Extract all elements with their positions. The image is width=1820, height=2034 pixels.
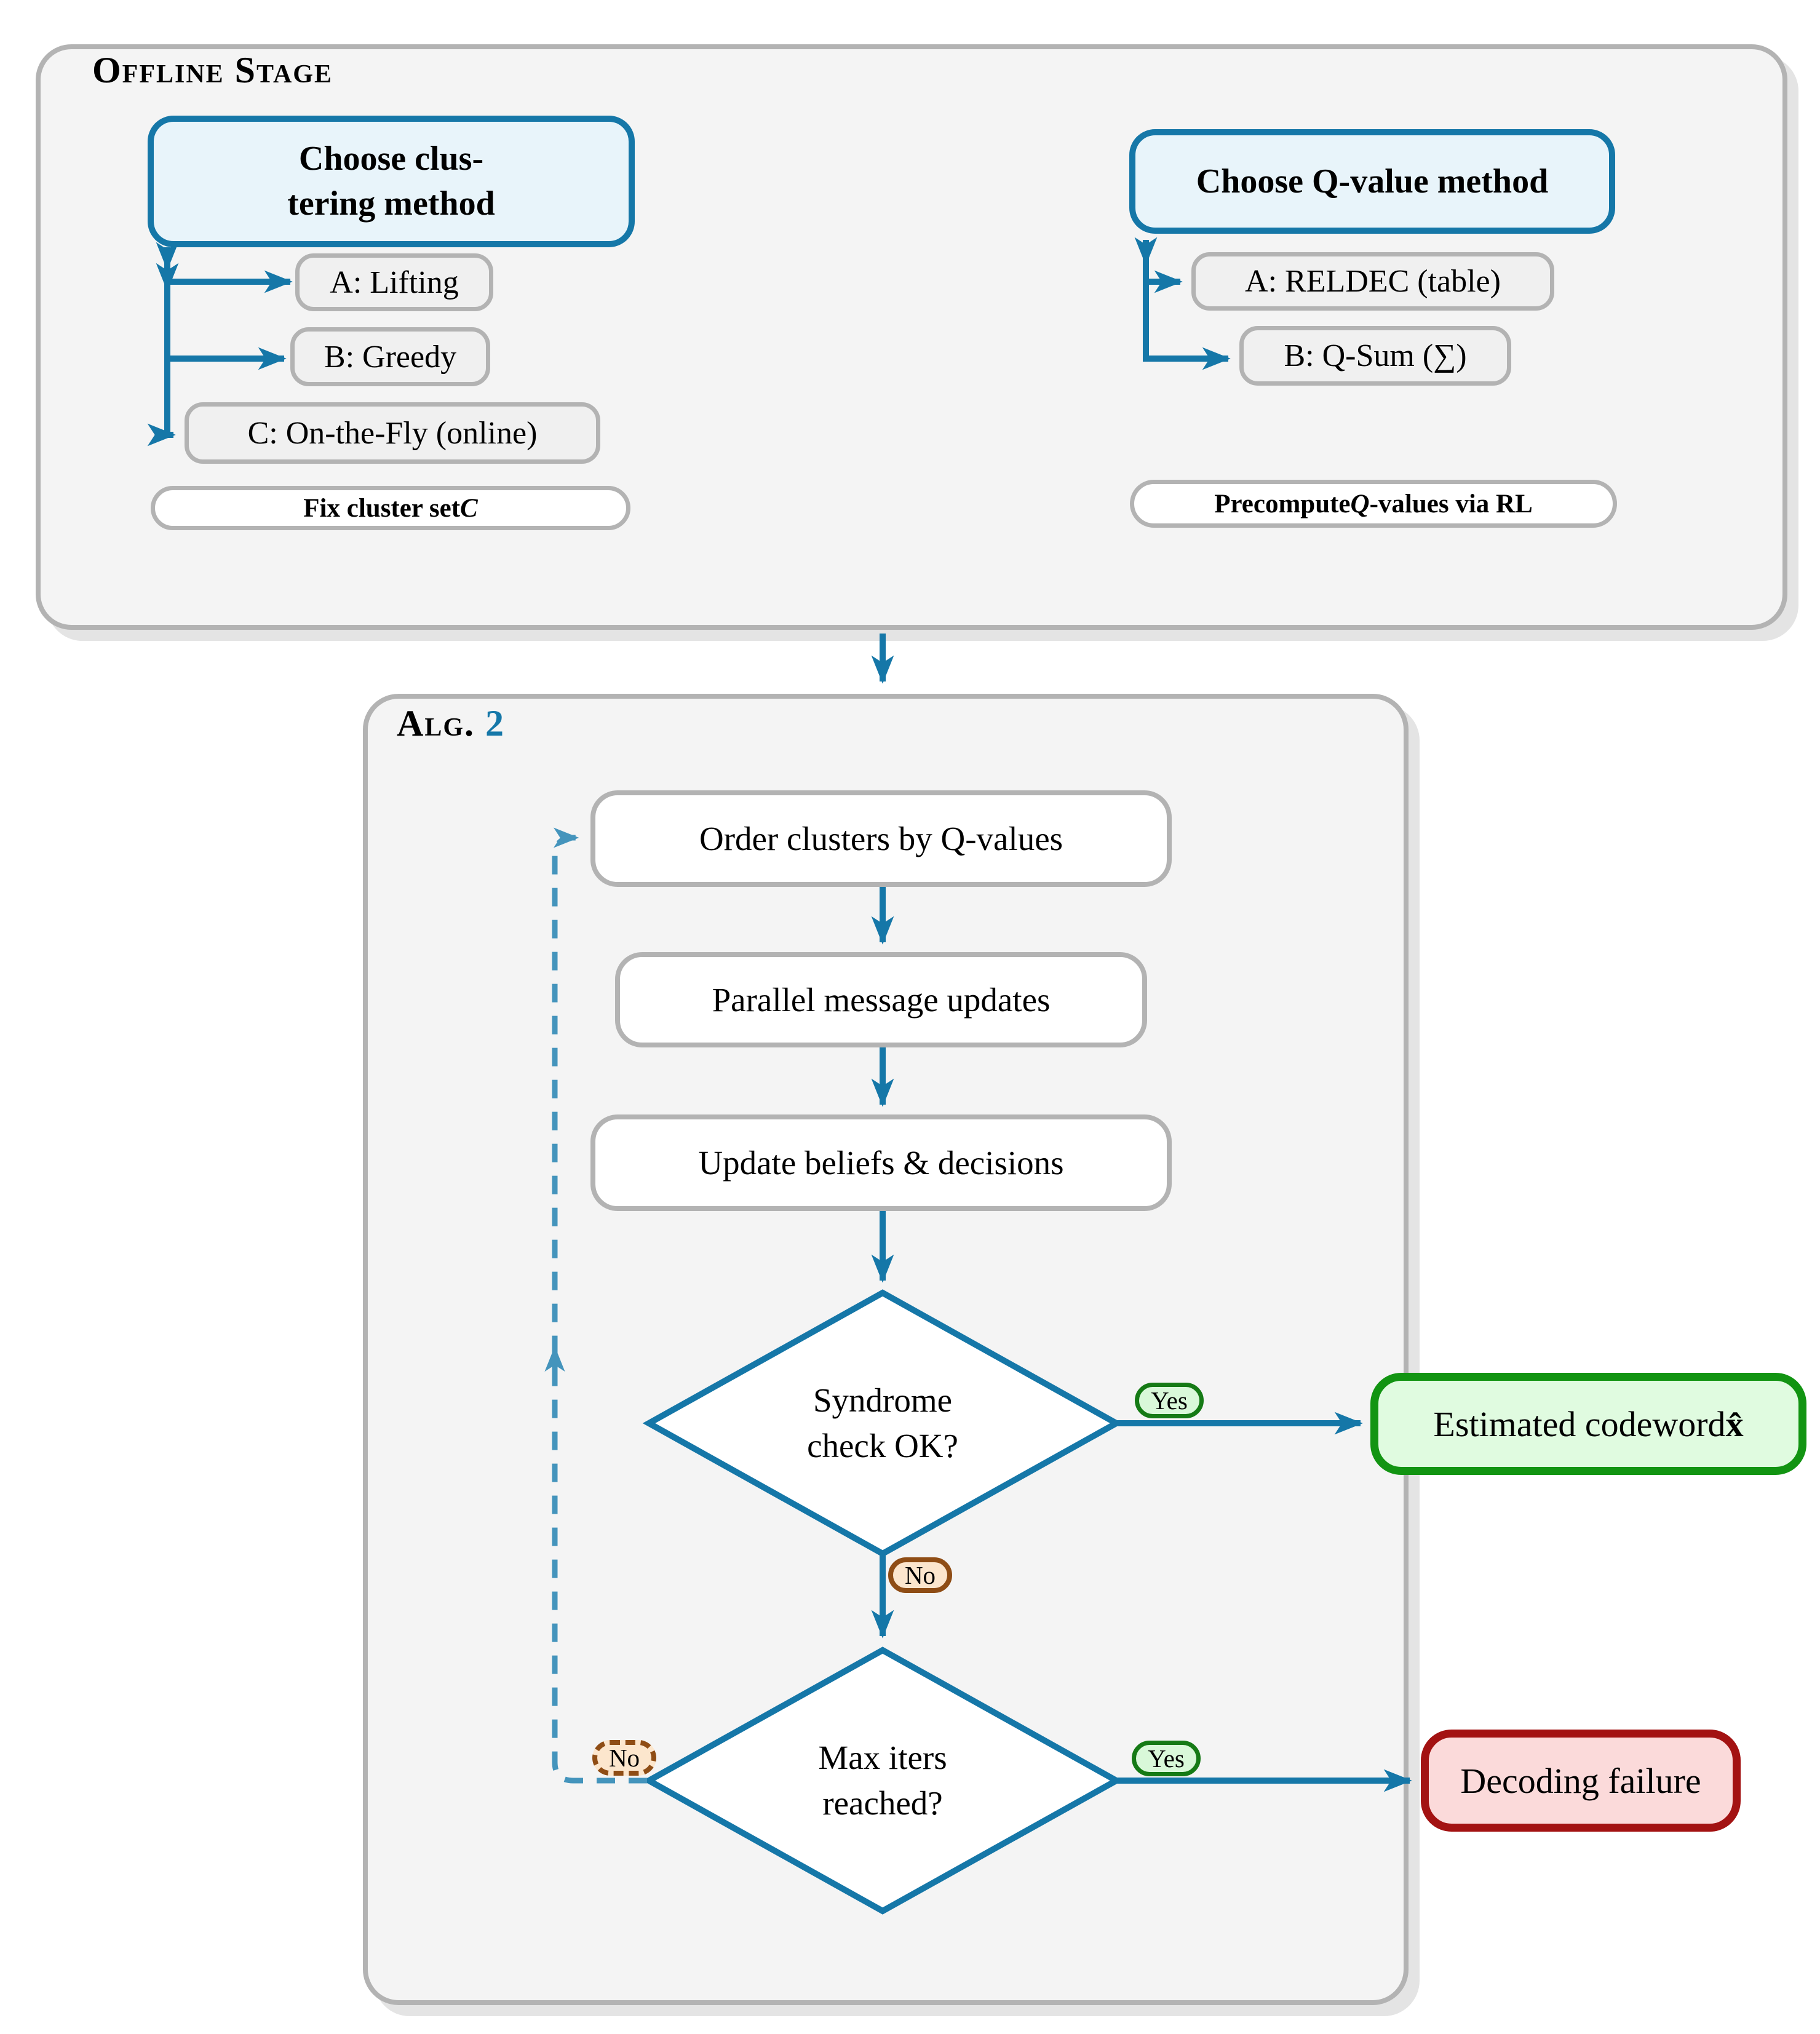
- precompute-text-prefix: Precompute: [1214, 489, 1351, 518]
- q-symbol: Q: [1350, 489, 1370, 518]
- clustering-option-greedy-label: B: Greedy: [324, 339, 457, 375]
- clustering-option-onthefly: C: On-the-Fly (online): [185, 402, 600, 464]
- step-parallel-updates: Parallel message updates: [615, 952, 1147, 1047]
- clustering-option-onthefly-label: C: On-the-Fly (online): [247, 415, 538, 451]
- alg2-title-number: 2: [485, 703, 506, 744]
- precompute-text-suffix: -values via RL: [1369, 489, 1533, 518]
- alg2-title: Alg. 2: [397, 702, 505, 745]
- maxiters-yes-text: Yes: [1148, 1744, 1185, 1773]
- fix-cluster-set-note: Fix cluster set C: [151, 486, 630, 530]
- syndrome-no-badge: No: [888, 1557, 952, 1593]
- maxiters-yes-badge: Yes: [1132, 1741, 1201, 1776]
- max-iters-line1: Max iters: [818, 1738, 947, 1776]
- estimated-codeword-box: Estimated codeword x̂: [1370, 1373, 1806, 1475]
- syndrome-yes-text: Yes: [1151, 1386, 1188, 1415]
- decoding-failure-text: Decoding failure: [1460, 1760, 1701, 1801]
- qvalue-option-qsum-label: B: Q-Sum (∑): [1284, 338, 1467, 373]
- syndrome-check-line1: Syndrome: [813, 1381, 953, 1419]
- syndrome-no-text: No: [904, 1560, 936, 1589]
- fix-cluster-set-text: Fix cluster set: [303, 493, 461, 523]
- syndrome-check-line2: check OK?: [807, 1427, 958, 1464]
- qvalue-option-reldec-label: A: RELDEC (table): [1245, 264, 1501, 299]
- step-parallel-updates-label: Parallel message updates: [712, 981, 1051, 1019]
- step-update-beliefs-label: Update beliefs & decisions: [698, 1144, 1064, 1182]
- maxiters-no-text: No: [608, 1743, 640, 1772]
- alg2-title-word: Alg.: [397, 703, 475, 744]
- maxiters-no-badge: No: [592, 1740, 656, 1776]
- choose-clustering-line1: Choose clus-: [298, 140, 484, 178]
- clustering-option-lifting-label: A: Lifting: [330, 264, 459, 300]
- precompute-qvalues-note: Precompute Q -values via RL: [1130, 480, 1617, 528]
- offline-stage-title: Offline Stage: [92, 50, 333, 90]
- cluster-set-symbol: C: [460, 493, 478, 523]
- max-iters-label: Max iters reached?: [772, 1707, 993, 1854]
- max-iters-line2: reached?: [822, 1784, 943, 1822]
- step-order-clusters-label: Order clusters by Q-values: [699, 820, 1063, 857]
- decoding-failure-box: Decoding failure: [1421, 1730, 1741, 1832]
- estimated-codeword-text: Estimated codeword: [1433, 1404, 1726, 1444]
- clustering-option-lifting: A: Lifting: [295, 253, 493, 311]
- qvalue-option-reldec: A: RELDEC (table): [1191, 252, 1554, 311]
- step-order-clusters: Order clusters by Q-values: [590, 790, 1172, 887]
- clustering-option-greedy: B: Greedy: [290, 327, 490, 386]
- choose-qvalue-method-box: Choose Q-value method: [1129, 129, 1615, 234]
- qvalue-option-qsum: B: Q-Sum (∑): [1239, 326, 1511, 386]
- syndrome-yes-badge: Yes: [1135, 1383, 1204, 1418]
- codeword-symbol: x̂: [1725, 1404, 1744, 1444]
- choose-qvalue-title: Choose Q-value method: [1196, 162, 1549, 201]
- syndrome-check-label: Syndrome check OK?: [772, 1349, 993, 1497]
- choose-clustering-line2: tering method: [287, 185, 495, 223]
- choose-clustering-method-box: Choose clus- tering method: [148, 116, 635, 247]
- step-update-beliefs: Update beliefs & decisions: [590, 1114, 1172, 1211]
